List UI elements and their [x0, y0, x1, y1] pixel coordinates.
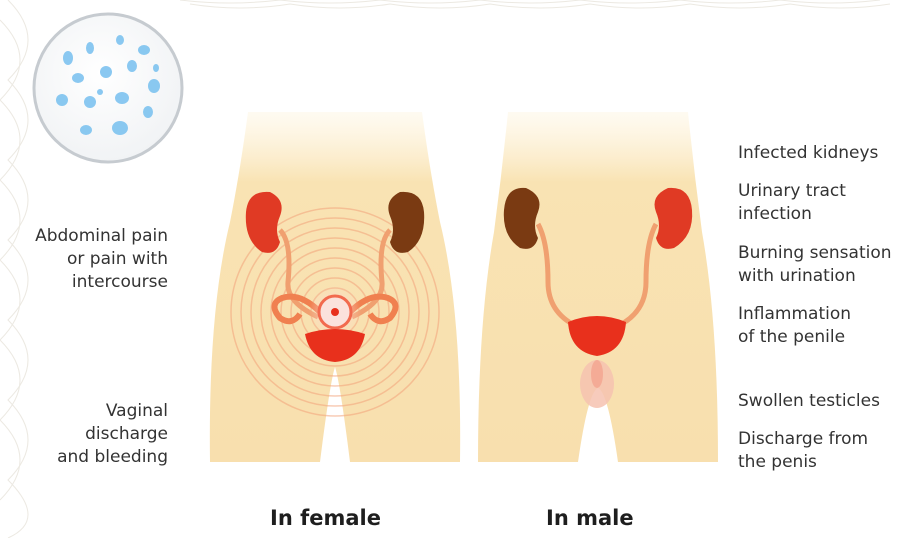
label-discharge-penis: Discharge from the penis — [738, 428, 915, 474]
petri-dish — [34, 14, 182, 162]
label-swollen-testicles: Swollen testicles — [738, 390, 915, 413]
label-infected-kidneys: Infected kidneys — [738, 142, 915, 165]
caption-male: In male — [546, 506, 634, 530]
bacteria-dish-illustration — [28, 8, 188, 168]
label-inflammation-penile: Inflammation of the penile — [738, 303, 915, 349]
caption-female: In female — [270, 506, 381, 530]
female-body-illustration — [200, 112, 470, 472]
label-urinary-tract-infection: Urinary tract infection — [738, 180, 915, 226]
label-burning-sensation: Burning sensation with urination — [738, 242, 915, 288]
male-torso — [478, 112, 718, 462]
label-vaginal-discharge: Vaginal discharge and bleeding — [10, 400, 168, 469]
male-body-illustration — [468, 112, 730, 472]
label-abdominal-pain: Abdominal pain or pain with intercourse — [10, 225, 168, 294]
